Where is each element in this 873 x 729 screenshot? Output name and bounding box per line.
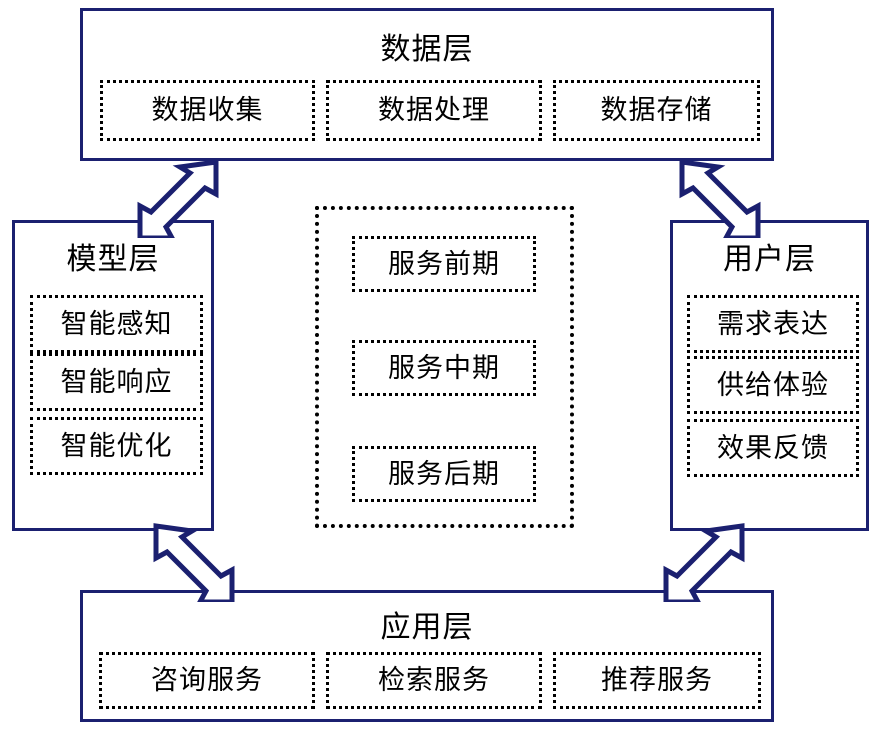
- sub-box-effect-feedback[interactable]: 效果反馈: [687, 419, 859, 477]
- sub-box-service-pre-stage[interactable]: 服务前期: [352, 236, 536, 292]
- sub-box-retrieval-service[interactable]: 检索服务: [326, 652, 542, 709]
- sub-box-intelligent-response[interactable]: 智能响应: [30, 353, 203, 411]
- double-arrow-icon-user-application: [663, 523, 745, 602]
- layer-box-user[interactable]: 用户层 需求表达 供给体验 效果反馈: [670, 220, 869, 531]
- sub-box-supply-experience[interactable]: 供给体验: [687, 356, 859, 414]
- layer-box-data[interactable]: 数据层 数据收集 数据处理 数据存储: [80, 8, 774, 161]
- sub-box-data-collection[interactable]: 数据收集: [100, 80, 315, 141]
- sub-box-service-post-stage[interactable]: 服务后期: [352, 446, 536, 502]
- double-arrow-icon-model-application: [153, 523, 235, 602]
- layer-box-application[interactable]: 应用层 咨询服务 检索服务 推荐服务: [80, 590, 774, 722]
- sub-box-data-storage[interactable]: 数据存储: [553, 80, 760, 141]
- sub-box-intelligent-perception[interactable]: 智能感知: [30, 295, 203, 353]
- double-arrow-icon-data-user: [679, 159, 761, 238]
- layer-title-user: 用户层: [723, 243, 816, 276]
- sub-box-recommendation-service[interactable]: 推荐服务: [553, 652, 761, 709]
- sub-box-consulting-service[interactable]: 咨询服务: [99, 652, 315, 709]
- layer-title-data: 数据层: [380, 33, 474, 66]
- sub-box-demand-expression[interactable]: 需求表达: [687, 295, 859, 353]
- sub-box-intelligent-optimization[interactable]: 智能优化: [30, 417, 203, 475]
- sub-box-service-mid-stage[interactable]: 服务中期: [352, 340, 536, 396]
- layer-box-model[interactable]: 模型层 智能感知 智能响应 智能优化: [12, 220, 214, 531]
- sub-box-data-processing[interactable]: 数据处理: [326, 80, 542, 141]
- double-arrow-icon-data-model: [137, 159, 219, 238]
- layer-title-application: 应用层: [380, 611, 474, 644]
- service-phase-container[interactable]: 服务前期 服务中期 服务后期: [315, 206, 574, 528]
- layer-title-model: 模型层: [66, 243, 160, 276]
